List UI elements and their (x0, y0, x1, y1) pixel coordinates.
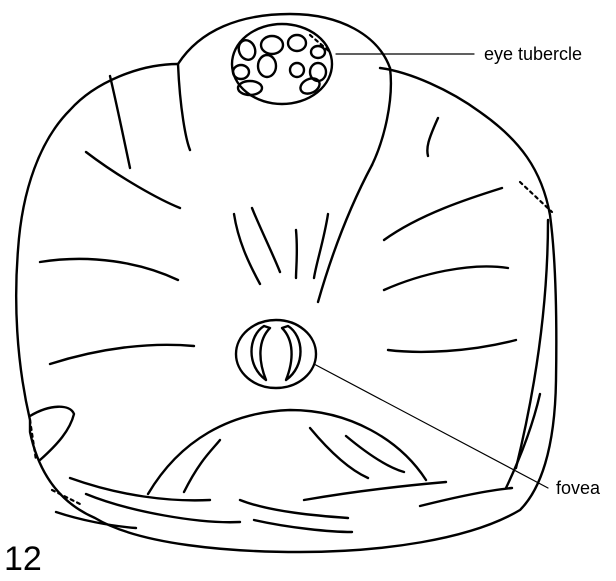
fovea (236, 320, 316, 388)
fovea-leader (314, 364, 548, 488)
eye-tubercle-label: eye tubercle (484, 44, 582, 64)
posterior-margin (56, 410, 512, 532)
carapace-outline (16, 64, 556, 552)
fovea-outline (236, 320, 316, 388)
fovea-label: fovea (556, 478, 601, 498)
right-margin (506, 182, 552, 488)
ocular-lobe-left-ridge (178, 64, 190, 150)
figure-number: 12 (4, 540, 42, 578)
eye-tubercle (232, 24, 332, 104)
ocular-lobe (178, 14, 390, 68)
ocular-lobe-right-ridge (372, 68, 391, 165)
